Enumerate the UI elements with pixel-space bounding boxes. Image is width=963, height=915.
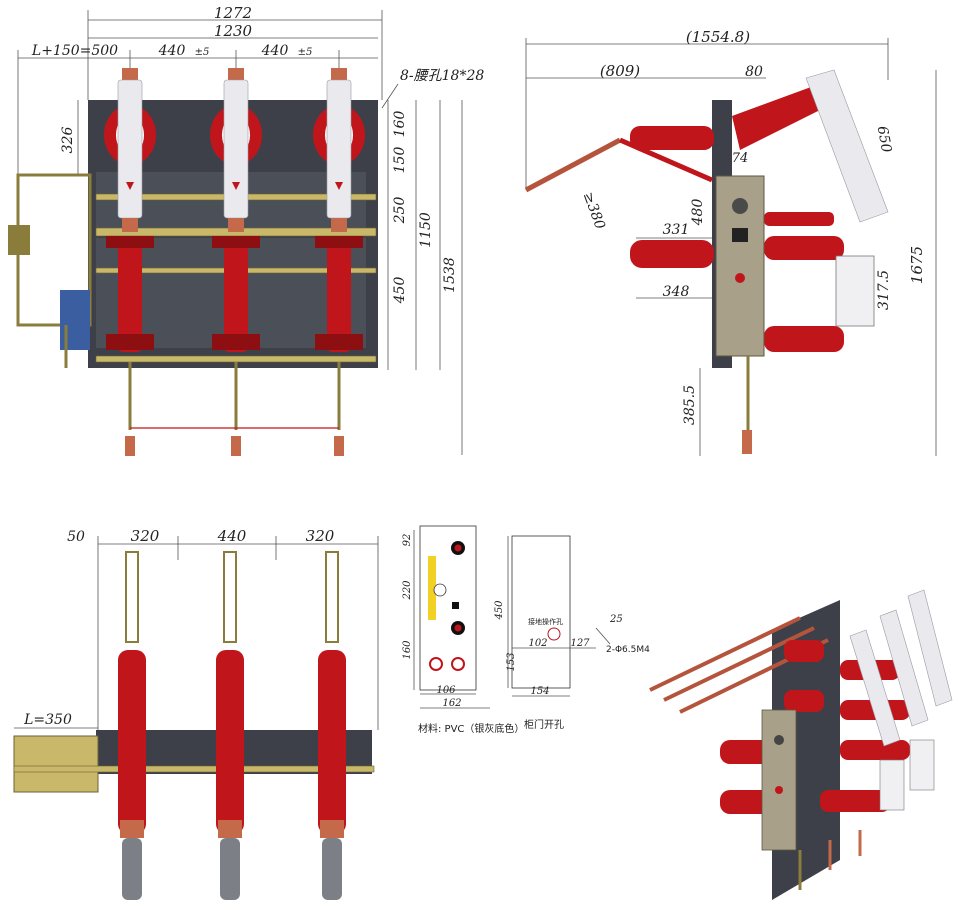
top-phase-c bbox=[318, 551, 346, 900]
dim-1538: 1538 bbox=[442, 257, 458, 293]
phase-a bbox=[104, 68, 156, 456]
pd-dim-160: 160 bbox=[402, 640, 413, 660]
tolerance-right: ±5 bbox=[298, 47, 313, 58]
dim-650: 650 bbox=[874, 125, 894, 154]
phase-b bbox=[210, 68, 262, 456]
dim-317: 317.5 bbox=[876, 270, 892, 310]
dim-pitch-left: 440 bbox=[158, 43, 186, 59]
dd-dim-25: 25 bbox=[609, 614, 623, 625]
door-caption: 柜门开孔 bbox=[524, 718, 564, 731]
dim-380: ≥380 bbox=[580, 190, 608, 232]
dim-offset: L+150=500 bbox=[31, 43, 118, 59]
panel-detail: 92 220 160 106 162 材料: PVC（银灰底色） bbox=[402, 525, 524, 735]
hole-spec: 2-Φ6.5M4 bbox=[606, 645, 650, 655]
dim-50: 50 bbox=[67, 529, 85, 545]
dim-total-depth: (1554.8) bbox=[686, 28, 750, 46]
dim-80: 80 bbox=[745, 64, 763, 80]
dim-1675: 1675 bbox=[908, 246, 926, 284]
pd-dim-162: 162 bbox=[442, 698, 461, 709]
dd-dim-153: 153 bbox=[506, 652, 517, 671]
pd-dim-106: 106 bbox=[436, 685, 456, 696]
dim-L350: L=350 bbox=[23, 712, 72, 728]
dim-480: 480 bbox=[690, 199, 706, 227]
dim-320-right: 320 bbox=[306, 527, 335, 545]
material-note: 材料: PVC（银灰底色） bbox=[418, 722, 524, 735]
dd-dim-102: 102 bbox=[528, 638, 547, 649]
dim-348: 348 bbox=[663, 284, 690, 300]
isometric-view bbox=[649, 589, 953, 900]
hole-note: 8-腰孔18*28 bbox=[400, 68, 484, 84]
dim-440: 440 bbox=[217, 527, 247, 545]
dd-dim-154: 154 bbox=[530, 686, 549, 697]
top-phase-a bbox=[118, 551, 146, 900]
dd-dim-450: 450 bbox=[494, 600, 505, 621]
top-phase-b bbox=[216, 551, 244, 900]
door-outline bbox=[511, 535, 571, 689]
dim-331: 331 bbox=[663, 222, 690, 238]
front-view: 1272 1230 L+150=500 440 ±5 440 ±5 8-腰孔18… bbox=[8, 4, 484, 456]
dim-overall-width: 1272 bbox=[214, 4, 252, 22]
door-detail: 450 153 102 127 154 25 2-Φ6.5M4 接地操作孔 柜门… bbox=[494, 535, 650, 731]
dim-450: 450 bbox=[392, 277, 408, 305]
dd-dim-127: 127 bbox=[570, 638, 590, 649]
hole-label: 接地操作孔 bbox=[528, 617, 563, 626]
dim-326: 326 bbox=[60, 127, 76, 154]
phase-c bbox=[313, 68, 365, 456]
pd-dim-220: 220 bbox=[402, 580, 413, 601]
dim-320-left: 320 bbox=[131, 527, 160, 545]
dim-bus-width: 1230 bbox=[214, 22, 253, 40]
dim-150: 150 bbox=[392, 147, 408, 174]
dim-809: (809) bbox=[600, 62, 640, 80]
pd-dim-92: 92 bbox=[402, 534, 413, 547]
dim-160: 160 bbox=[392, 111, 408, 138]
tolerance-left: ±5 bbox=[195, 47, 210, 58]
dim-1150: 1150 bbox=[418, 212, 434, 248]
dim-74: 74 bbox=[732, 151, 749, 166]
dim-250: 250 bbox=[392, 197, 408, 225]
top-view: 50 320 440 320 L=350 bbox=[13, 527, 379, 900]
side-view: (1554.8) (809) 80 74 650 ≥380 480 331 34… bbox=[524, 28, 937, 456]
dim-385: 385.5 bbox=[682, 385, 698, 425]
dim-pitch-right: 440 bbox=[261, 43, 289, 59]
